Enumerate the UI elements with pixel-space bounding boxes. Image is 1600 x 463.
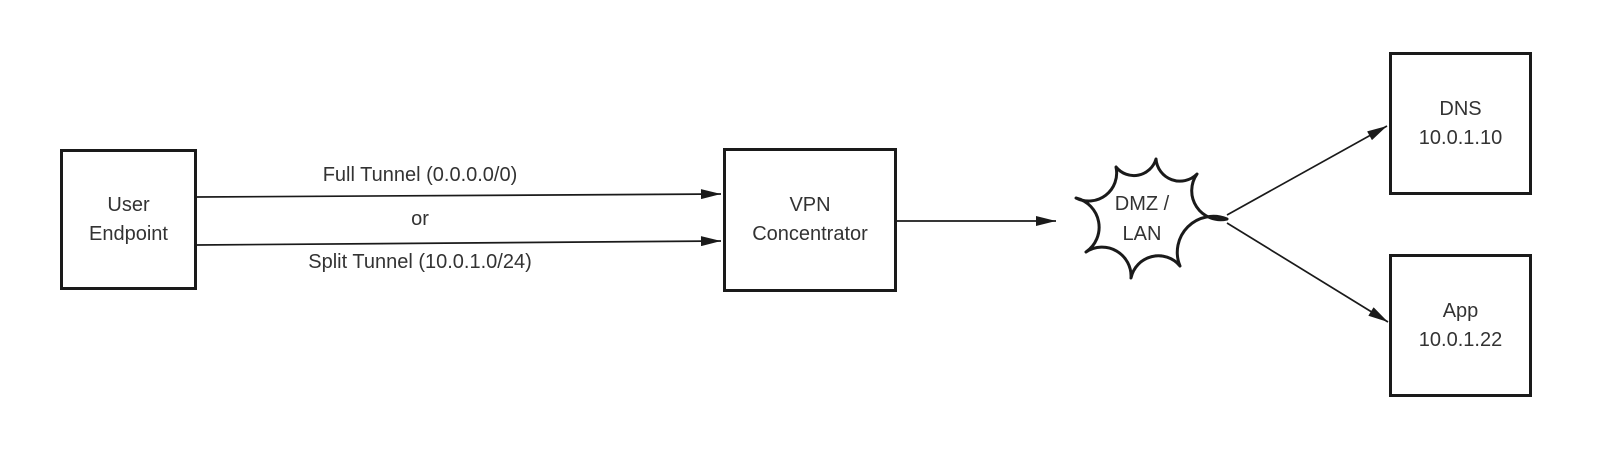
node-dmz-lan-cloud-label: DMZ / LAN xyxy=(1082,188,1202,250)
node-label: DNS xyxy=(1439,97,1482,120)
node-app-server: App 10.0.1.22 xyxy=(1389,254,1532,397)
node-label: App xyxy=(1442,299,1479,322)
edge-label-full-tunnel: Full Tunnel (0.0.0.0/0) xyxy=(322,164,518,186)
node-label: DMZ / xyxy=(1114,193,1170,215)
node-label: LAN xyxy=(1122,223,1162,245)
node-vpn-concentrator: VPN Concentrator xyxy=(723,148,897,292)
arrow-full-tunnel xyxy=(196,189,722,200)
edge-label-split-tunnel: Split Tunnel (10.0.1.0/24) xyxy=(308,251,532,273)
arrow-dmz-to-app xyxy=(1226,222,1389,323)
node-label: 10.0.1.22 xyxy=(1418,328,1503,351)
node-label: Endpoint xyxy=(89,222,168,245)
node-label: Concentrator xyxy=(752,223,868,245)
node-label: 10.0.1.10 xyxy=(1418,126,1503,149)
node-label: VPN xyxy=(789,194,831,216)
node-dns-server: DNS 10.0.1.10 xyxy=(1389,52,1532,195)
node-label: User xyxy=(107,193,150,216)
cloud-shape xyxy=(1074,157,1229,280)
arrow-split-tunnel xyxy=(196,236,722,247)
node-user-endpoint: User Endpoint xyxy=(60,149,197,290)
arrow-dmz-to-dns xyxy=(1226,125,1388,216)
edge-label-or: or xyxy=(411,208,429,230)
